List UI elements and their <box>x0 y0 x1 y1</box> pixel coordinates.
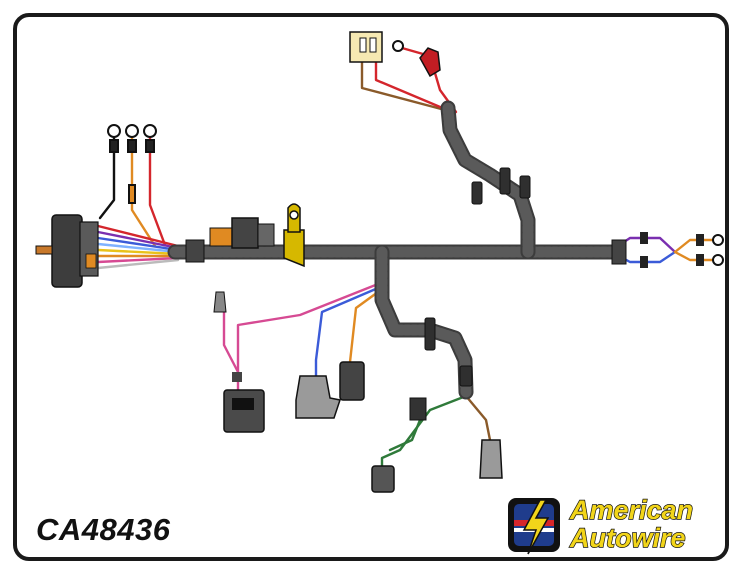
wire-green <box>380 394 468 472</box>
relay-connector <box>185 217 275 263</box>
wire-red-ring-3 <box>148 136 167 247</box>
wire-fan-lightblue <box>96 242 180 254</box>
wire-top-brown <box>360 60 447 112</box>
black-connector <box>339 361 365 401</box>
harness-clips <box>424 167 531 387</box>
wire-fan-red <box>96 224 180 248</box>
wire-orange <box>348 290 380 364</box>
spade-terminal <box>213 291 227 313</box>
brand-line-1: American <box>569 495 694 525</box>
lightning-bolt-icon <box>522 499 550 555</box>
wire-pink-2 <box>222 308 240 374</box>
ring-terminal <box>143 124 157 138</box>
wire-fan-blue <box>96 236 180 252</box>
wire-blue <box>314 286 380 380</box>
brand-line-2: Autowire <box>569 523 686 553</box>
grey-connector <box>295 375 341 419</box>
ring-terminal-top <box>392 40 404 52</box>
wire-right-orange-1 <box>673 238 714 254</box>
diagram-border <box>13 13 729 561</box>
ring-terminal-right <box>712 254 724 266</box>
wire-fan-pink <box>96 256 180 264</box>
wire-top-red <box>374 60 454 114</box>
grey-plug <box>479 439 503 479</box>
lower-connectors <box>213 291 503 493</box>
ring-terminals-top-left <box>107 124 157 204</box>
ring-terminal-right <box>712 234 724 246</box>
wire-brown-low <box>464 394 492 442</box>
main-connector <box>35 214 99 288</box>
ring-terminal <box>125 124 139 138</box>
wire-green-2 <box>388 418 422 452</box>
wire-black-ring-1 <box>98 136 116 220</box>
brand-wordmark: American Autowire <box>569 495 730 553</box>
ring-terminal <box>107 124 121 138</box>
wire-fan-white <box>96 258 180 270</box>
wire-right-orange-2 <box>673 250 714 262</box>
part-number-label: CA48436 <box>36 512 171 547</box>
brand-logo <box>508 498 560 555</box>
ground-bracket <box>283 203 305 268</box>
wire-orange-ring-2 <box>130 136 157 248</box>
wire-pink <box>236 282 380 392</box>
right-terminals <box>611 232 724 268</box>
wire-fan-yellow <box>96 248 180 256</box>
top-connector <box>349 31 441 78</box>
wire-fan-purple <box>96 230 180 250</box>
